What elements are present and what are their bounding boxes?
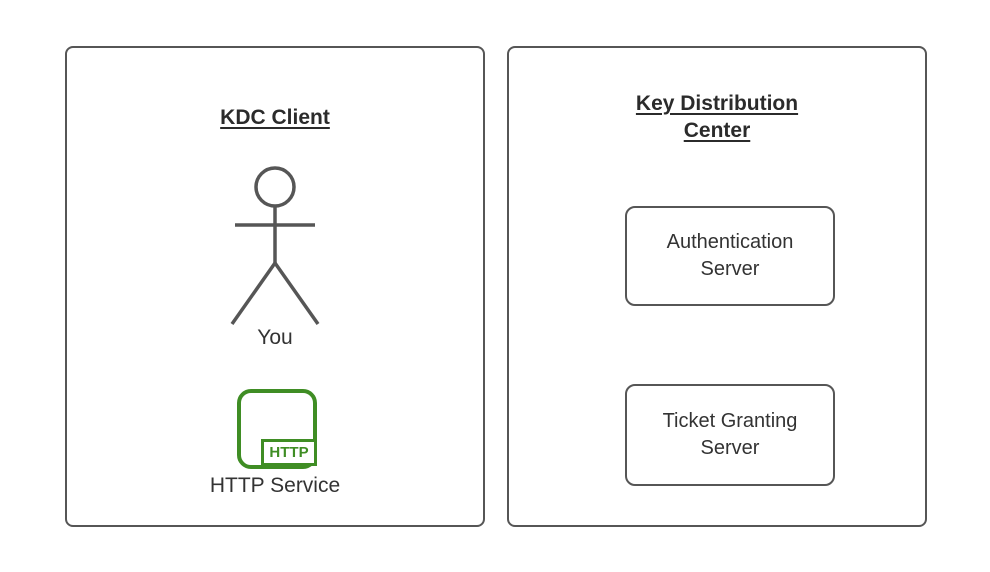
kdc-client-container[interactable]: KDC Client You HTTP HTTP Service (65, 46, 485, 527)
http-service-square-icon (237, 389, 317, 469)
kdc-client-title: KDC Client (220, 106, 330, 129)
actor-label: You (257, 326, 293, 349)
authentication-server-label: Authentication Server (666, 231, 794, 280)
person-icon[interactable] (225, 166, 325, 331)
kdc-container[interactable]: Key Distribution Center Authentication S… (507, 46, 927, 527)
kdc-title: Key Distribution Center (635, 92, 799, 142)
ticket-granting-server-label: Ticket Granting Server (662, 410, 798, 459)
http-service-label: HTTP Service (209, 474, 341, 497)
authentication-server-node[interactable]: Authentication Server (625, 206, 835, 306)
http-badge: HTTP (261, 439, 317, 466)
http-service-icon[interactable]: HTTP (237, 389, 317, 469)
ticket-granting-server-node[interactable]: Ticket Granting Server (625, 384, 835, 486)
